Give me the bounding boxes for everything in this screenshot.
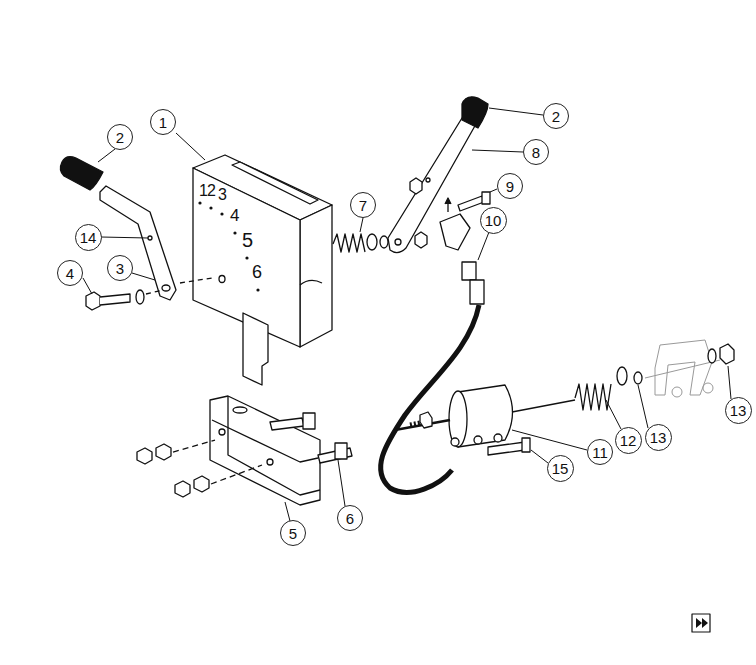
callout-number: 7: [359, 198, 367, 213]
callout-circle: 7: [350, 192, 376, 218]
callout-circle: 8: [523, 139, 549, 165]
callout-number: 13: [730, 403, 747, 418]
callout-circle: 15: [547, 455, 574, 482]
callout-number: 6: [346, 511, 354, 526]
callout-number: 5: [289, 526, 297, 541]
callout-circle: 13: [645, 424, 672, 451]
callout-number: 8: [532, 145, 540, 160]
callout-circle: 2: [107, 124, 133, 150]
callout-number: 14: [80, 230, 97, 245]
gear-position-number: 3: [218, 187, 227, 203]
callout-number: 13: [650, 430, 667, 445]
gear-position-number: 6: [252, 263, 262, 281]
callout-number: 11: [592, 445, 608, 460]
callout-number: 2: [552, 109, 560, 124]
gear-position-number: 1: [199, 183, 208, 199]
callout-number: 10: [485, 213, 502, 228]
callout-circle: 3: [107, 255, 133, 281]
callout-circle: 11: [587, 439, 613, 465]
callout-circle: 4: [57, 260, 83, 286]
callout-number: 9: [506, 179, 514, 194]
callout-circle: 6: [337, 505, 363, 531]
callout-number: 1: [159, 115, 167, 130]
callout-circle: 2: [543, 103, 569, 129]
callout-circle: 1: [150, 109, 176, 135]
callout-number: 4: [66, 266, 74, 281]
callout-number: 12: [620, 433, 637, 448]
callout-circle: 10: [480, 207, 507, 234]
callout-number: 3: [116, 261, 124, 276]
gear-position-number: 4: [230, 207, 239, 224]
callout-circle: 13: [725, 397, 752, 424]
callout-circle: 5: [280, 520, 306, 546]
callout-circle: 14: [75, 224, 102, 251]
gear-position-number: 5: [242, 230, 253, 250]
gear-position-number: 2: [207, 183, 216, 199]
callout-circle: 12: [615, 427, 642, 454]
callout-circle: 9: [497, 173, 523, 199]
callout-number: 2: [116, 130, 124, 145]
callout-number: 15: [552, 461, 569, 476]
